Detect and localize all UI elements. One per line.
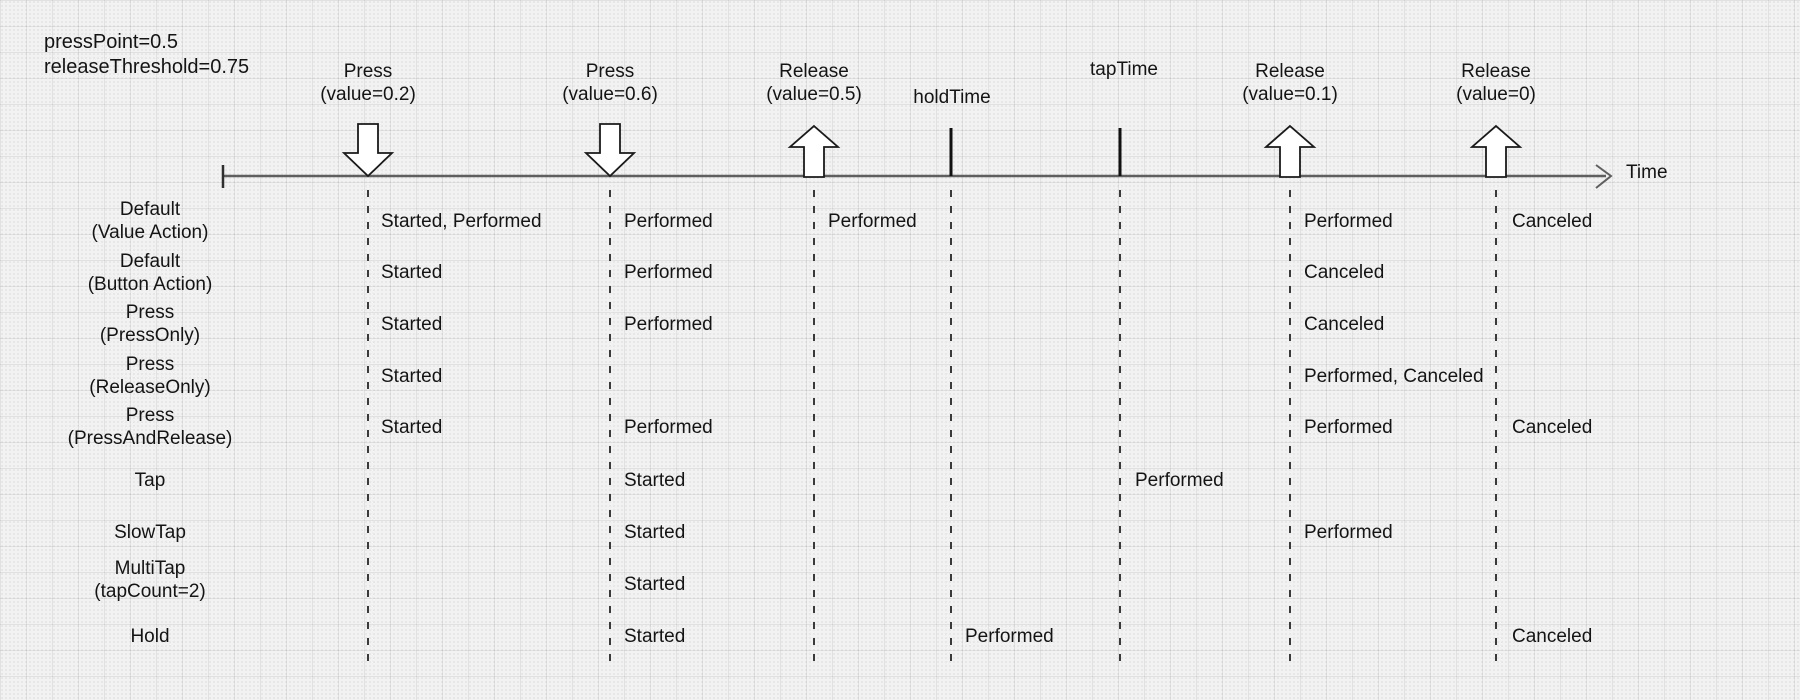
- event-default-value-press06: Performed: [624, 211, 713, 232]
- row-label-press-releaseonly: Press (ReleaseOnly): [89, 354, 211, 398]
- press-down-arrow-icon: [341, 123, 395, 178]
- release-up-arrow-icon: [1263, 124, 1317, 178]
- marker-label-release-01: Release (value=0.1): [1242, 61, 1338, 105]
- event-releaseonly-release01: Performed, Canceled: [1304, 366, 1484, 387]
- marker-label-press-02: Press (value=0.2): [320, 61, 416, 105]
- row-label-default-value-action: Default (Value Action): [91, 199, 209, 243]
- event-multitap-press06: Started: [624, 574, 686, 595]
- event-tap-taptime: Performed: [1135, 470, 1224, 491]
- press-point-value: pressPoint=0.5: [44, 31, 178, 53]
- event-default-value-release01: Performed: [1304, 211, 1393, 232]
- marker-label-hold-time: holdTime: [913, 87, 991, 108]
- event-pressandrelease-release0: Canceled: [1512, 417, 1593, 438]
- press-down-arrow-icon: [583, 123, 637, 178]
- marker-label-tap-time: tapTime: [1090, 59, 1158, 80]
- parameters-note: pressPoint=0.5 releaseThreshold=0.75: [44, 30, 249, 80]
- event-hold-release0: Canceled: [1512, 626, 1593, 647]
- row-label-tap: Tap: [134, 470, 166, 491]
- row-label-press-pressandrelease: Press (PressAndRelease): [67, 405, 233, 449]
- event-slowtap-release01: Performed: [1304, 522, 1393, 543]
- event-pressonly-release01: Canceled: [1304, 314, 1385, 335]
- event-pressandrelease-press02: Started: [381, 417, 443, 438]
- row-label-hold: Hold: [130, 626, 170, 647]
- release-up-arrow-icon: [787, 124, 841, 178]
- event-pressonly-press06: Performed: [624, 314, 713, 335]
- event-default-value-release05: Performed: [828, 211, 917, 232]
- event-pressonly-press02: Started: [381, 314, 443, 335]
- marker-label-press-06: Press (value=0.6): [562, 61, 658, 105]
- event-tap-press06: Started: [624, 470, 686, 491]
- axis-arrowhead-icon: [1595, 164, 1613, 189]
- release-threshold-value: releaseThreshold=0.75: [44, 56, 250, 78]
- marker-label-release-0: Release (value=0): [1456, 61, 1536, 105]
- row-label-multitap: MultiTap (tapCount=2): [94, 558, 206, 602]
- event-default-button-press06: Performed: [624, 262, 713, 283]
- marker-label-release-05: Release (value=0.5): [766, 61, 862, 105]
- time-axis-label: Time: [1626, 162, 1668, 183]
- event-default-value-press02: Started, Performed: [381, 211, 542, 232]
- event-pressandrelease-press06: Performed: [624, 417, 713, 438]
- event-releaseonly-press02: Started: [381, 366, 443, 387]
- event-hold-holdtime: Performed: [965, 626, 1054, 647]
- event-default-button-release01: Canceled: [1304, 262, 1385, 283]
- event-default-value-release0: Canceled: [1512, 211, 1593, 232]
- release-up-arrow-icon: [1469, 124, 1523, 178]
- event-slowtap-press06: Started: [624, 522, 686, 543]
- event-pressandrelease-release01: Performed: [1304, 417, 1393, 438]
- row-label-slowtap: SlowTap: [114, 522, 186, 543]
- event-default-button-press02: Started: [381, 262, 443, 283]
- event-hold-press06: Started: [624, 626, 686, 647]
- row-label-press-pressonly: Press (PressOnly): [99, 302, 201, 346]
- row-label-default-button-action: Default (Button Action): [87, 251, 213, 295]
